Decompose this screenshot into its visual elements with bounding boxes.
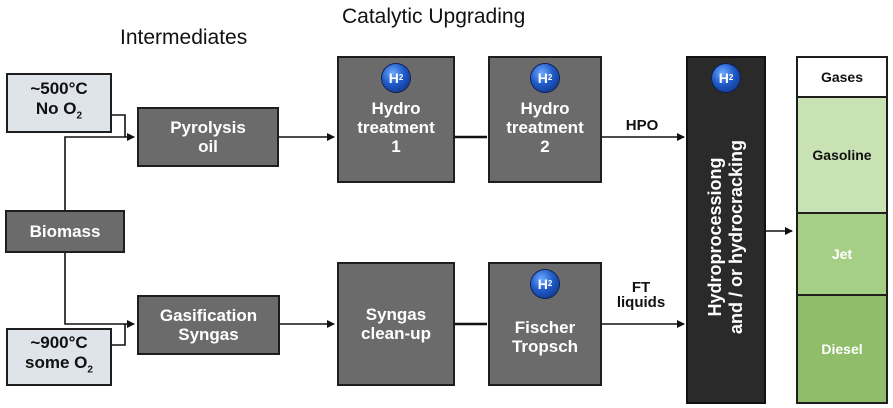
syngas-cleanup-label-line1: Syngas xyxy=(365,305,427,324)
product-jet: Jet xyxy=(796,212,888,296)
condition-temp-500: ~500°C xyxy=(30,79,88,99)
gasification-syngas-box: Gasification Syngas xyxy=(137,295,280,355)
gasification-label-line2: Syngas xyxy=(178,325,239,344)
biomass-to-gasification-arrow xyxy=(64,252,135,328)
biomass-label: Biomass xyxy=(29,222,101,241)
product-gasoline: Gasoline xyxy=(796,96,888,214)
product-diesel: Diesel xyxy=(796,294,888,404)
heading-intermediates: Intermediates xyxy=(120,26,248,49)
condition-oxygen-none: No O2 xyxy=(35,99,83,122)
fischer-tropsch-label-line2: Tropsch xyxy=(511,337,579,356)
pyrolysis-oil-label-line2: oil xyxy=(198,137,218,156)
hydrotreatment-1-label-line2: treatment xyxy=(357,118,435,137)
product-gases-label: Gases xyxy=(820,69,864,85)
product-gasoline-label: Gasoline xyxy=(812,147,872,163)
hydrotreatment-1-label-line1: Hydro xyxy=(371,99,421,118)
hpo-label: HPO xyxy=(625,117,659,134)
syngas-cleanup-label-line2: clean-up xyxy=(361,324,431,343)
hydrotreatment-1-label-line3: 1 xyxy=(391,137,401,156)
condition-box-500c: ~500°C No O2 xyxy=(6,73,112,133)
product-diesel-label: Diesel xyxy=(821,341,863,357)
biomass-to-pyrolysis-arrow xyxy=(64,133,135,210)
hydroprocessing-label-line1: Hydroprocessiong xyxy=(705,157,725,317)
fischer-tropsch-label-line1: Fischer xyxy=(514,318,576,337)
heading-catalytic-upgrading: Catalytic Upgrading xyxy=(342,5,526,28)
condition-oxygen-some: some O2 xyxy=(25,353,93,376)
hydroprocessing-label: Hydroprocessiong and / or hydrocracking xyxy=(705,140,747,334)
hydrotreatment-2-label-line1: Hydro xyxy=(520,99,570,118)
syngas-cleanup-box: Syngas clean-up xyxy=(337,262,455,386)
biomass-box: Biomass xyxy=(5,210,125,253)
pyrolysis-oil-box: Pyrolysis oil xyxy=(137,107,279,167)
hydroprocessing-label-line2: and / or hydrocracking xyxy=(726,139,746,334)
gasification-label-line1: Gasification xyxy=(159,306,258,325)
hydrotreatment-2-label-line3: 2 xyxy=(540,137,550,156)
temp-900-connector xyxy=(112,324,126,346)
condition-box-900c: ~900°C some O2 xyxy=(6,328,112,386)
pyrolysis-oil-label-line1: Pyrolysis xyxy=(170,118,246,137)
temp-500-connector xyxy=(112,114,126,137)
ft-liquids-label: FT liquids xyxy=(616,279,666,311)
hydrotreatment-2-label-line2: treatment xyxy=(506,118,584,137)
condition-temp-900: ~900°C xyxy=(30,333,88,353)
product-jet-label: Jet xyxy=(831,246,853,262)
product-gases: Gases xyxy=(796,56,888,98)
